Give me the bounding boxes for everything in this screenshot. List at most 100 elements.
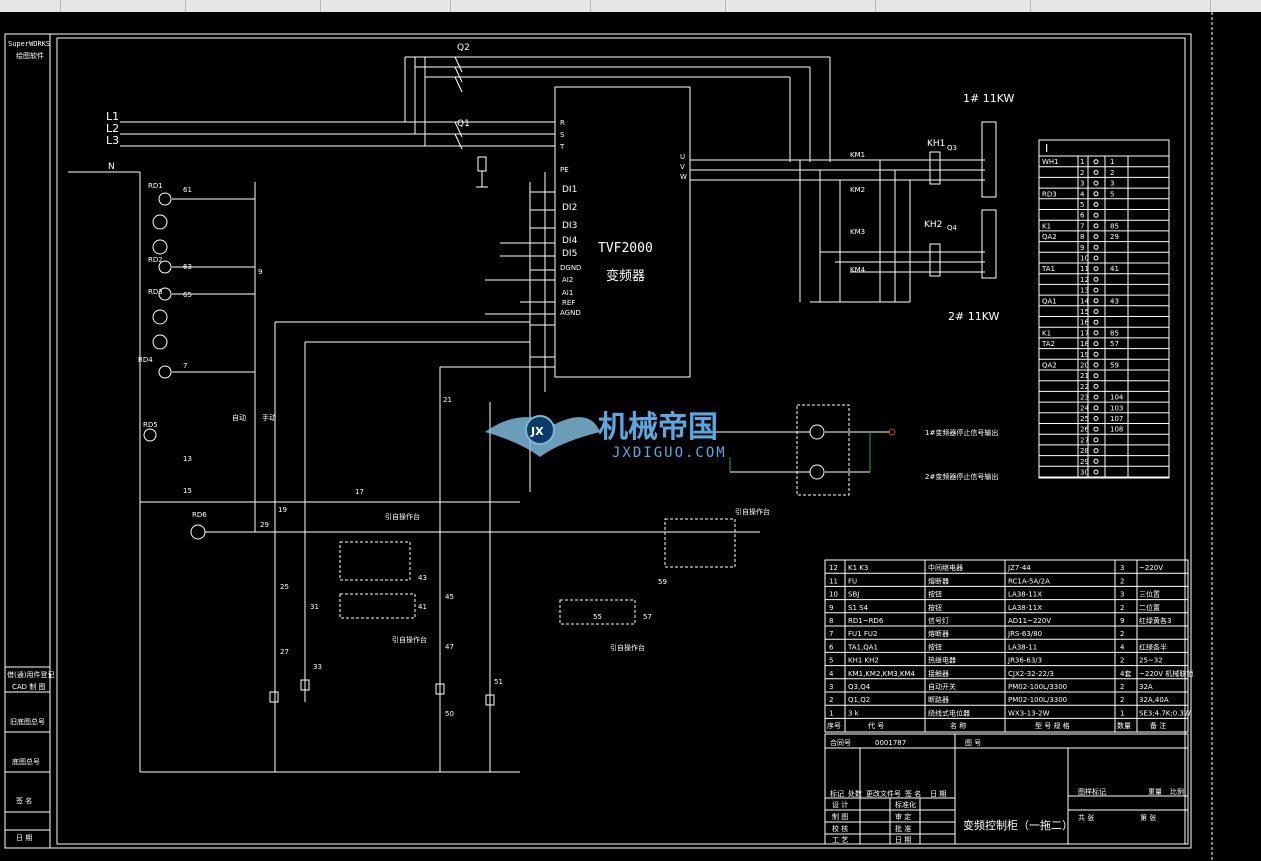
terminal-device: QA2 [1042,233,1057,241]
terminal-number: 26 [1080,426,1089,434]
terminal-device: TA1 [1041,265,1055,273]
terminal-wire: 2 [1110,169,1114,177]
strip-label: 底图总号 [12,757,40,766]
terminal-point [1093,448,1099,454]
tab-segment[interactable] [60,0,186,12]
bom-cell-qty: 1 [1120,709,1124,717]
bom-cell-qty: 4 [1120,643,1125,651]
tab-segment[interactable] [320,0,451,12]
terminal-number: 2 [1080,169,1084,177]
rev-label: 日 期 [930,790,946,798]
svg-text:KM2: KM2 [850,186,865,194]
terminal-point [1093,298,1099,304]
bom-cell-code: TA1,QA1 [847,643,878,651]
terminal-pe: PE [560,166,569,174]
terminal-point [1093,351,1099,357]
tab-segment[interactable] [875,0,1031,12]
stop-signal-section: 1#变频器停止信号输出 2#变频器停止信号输出 [690,404,998,496]
motor-output-section: KM1 KM2 KM3 KM4 KH1 KH2 Q3 Q4 1# 11KW 2#… [689,87,1015,323]
terminal-w: W [680,173,687,181]
motor-1-terminal [981,121,997,198]
terminal-number: 5 [1080,201,1084,209]
mode-auto-label: 自动 [232,413,246,422]
terminal-number: 11 [1080,265,1089,273]
bom-cell-name: 绕线式电位器 [928,708,970,717]
contract-value: 0001787 [875,739,906,747]
rev-label: 标记 [830,789,844,798]
note-console: 引自操作台 [735,507,770,516]
terminal-ai1: AI1 [562,289,573,297]
breaker-q4-label: Q4 [947,224,958,232]
terminal-ref: REF [562,299,575,307]
terminal-number: 22 [1080,383,1089,391]
bom-cell-model: JZ7-44 [1007,564,1031,572]
terminal-number: 18 [1080,340,1089,348]
tab-segment[interactable] [185,0,321,12]
bom-cell-model: LA38-11X [1008,604,1042,612]
terminal-number: 6 [1080,212,1085,220]
terminal-table-header: I [1045,142,1048,155]
tab-segment[interactable] [1030,0,1211,12]
wire-number: 7 [183,362,187,370]
bom-cell-code: KH1 KH2 [848,657,879,665]
wire-number: 50 [445,710,454,718]
bom-cell-name: 信号灯 [928,616,949,625]
bom-cell-no: 10 [829,591,838,599]
terminal-di3: DI3 [562,221,577,231]
wire-number: 31 [310,603,319,611]
cad-drawing-canvas[interactable]: SuperWORKS 绘图软件 借(通)用件登记 CAD 制 图 旧底图总号 底… [0,12,1261,861]
vfd-block: TVF2000 变频器 R S T PE DI1 DI2 DI3 DI4 DI5… [476,86,691,492]
tab-segment[interactable] [450,0,591,12]
bom-cell-qty: 3 [1120,591,1124,599]
terminal-number: 23 [1080,394,1089,402]
terminal-number: 4 [1080,190,1085,198]
bom-cell-code: RD1~RD6 [848,617,884,625]
terminal-number: 14 [1080,297,1089,305]
terminal-point [1093,234,1099,240]
svg-text:KM1: KM1 [850,151,865,159]
tab-segment[interactable] [725,0,876,12]
wire-number: 25 [280,583,289,591]
title-row-label: 日 期 [895,836,911,844]
bom-cell-name: 自动开关 [928,682,956,691]
terminal-wire: 85 [1110,329,1119,337]
terminal-point [1093,287,1099,293]
terminal-s: S [560,131,565,139]
strip-label: 借(通)用件登记 [7,670,54,679]
terminal-point [1093,319,1099,325]
bom-cell-model: JRS-63/80 [1007,630,1042,638]
terminal-number: 28 [1080,447,1089,455]
terminal-point [1093,255,1099,261]
terminal-t: T [559,143,565,151]
bom-cell-name: 接触器 [928,669,949,678]
motor-2-terminal [981,209,997,279]
bom-cell-qty: 9 [1120,617,1124,625]
terminal-point [1093,383,1099,389]
terminal-device: K1 [1042,222,1051,230]
terminal-device: TA2 [1041,340,1055,348]
page-label: 第 张 [1140,813,1156,822]
terminal-di5: DI5 [562,249,577,259]
terminal-device: QA1 [1042,297,1057,305]
terminal-wire: 57 [1110,340,1119,348]
wire-number: 65 [183,291,192,299]
bom-cell-qty: 2 [1120,604,1124,612]
wire-number: 59 [658,578,667,586]
vfd-caption: 变频器 [606,268,645,284]
bom-cell-no: 6 [829,643,834,651]
bom-header-cell: 名 称 [950,721,966,730]
terminal-number: 13 [1080,287,1089,295]
terminal-number: 24 [1080,404,1089,412]
terminal-di4: DI4 [562,236,578,246]
terminal-ai2: AI2 [562,276,573,284]
rev-label: 签 名 [905,789,921,798]
bom-cell-model: JR36-63/3 [1007,657,1042,665]
terminal-device: K1 [1042,329,1051,337]
tab-segment[interactable] [590,0,726,12]
terminal-point [1093,244,1099,250]
weight-label: 重量 [1148,788,1162,796]
tab-segment[interactable] [0,0,61,12]
breaker-q3-label: Q3 [947,144,957,152]
strip-label: 旧底图总号 [10,717,45,726]
terminal-device: QA2 [1042,362,1057,370]
